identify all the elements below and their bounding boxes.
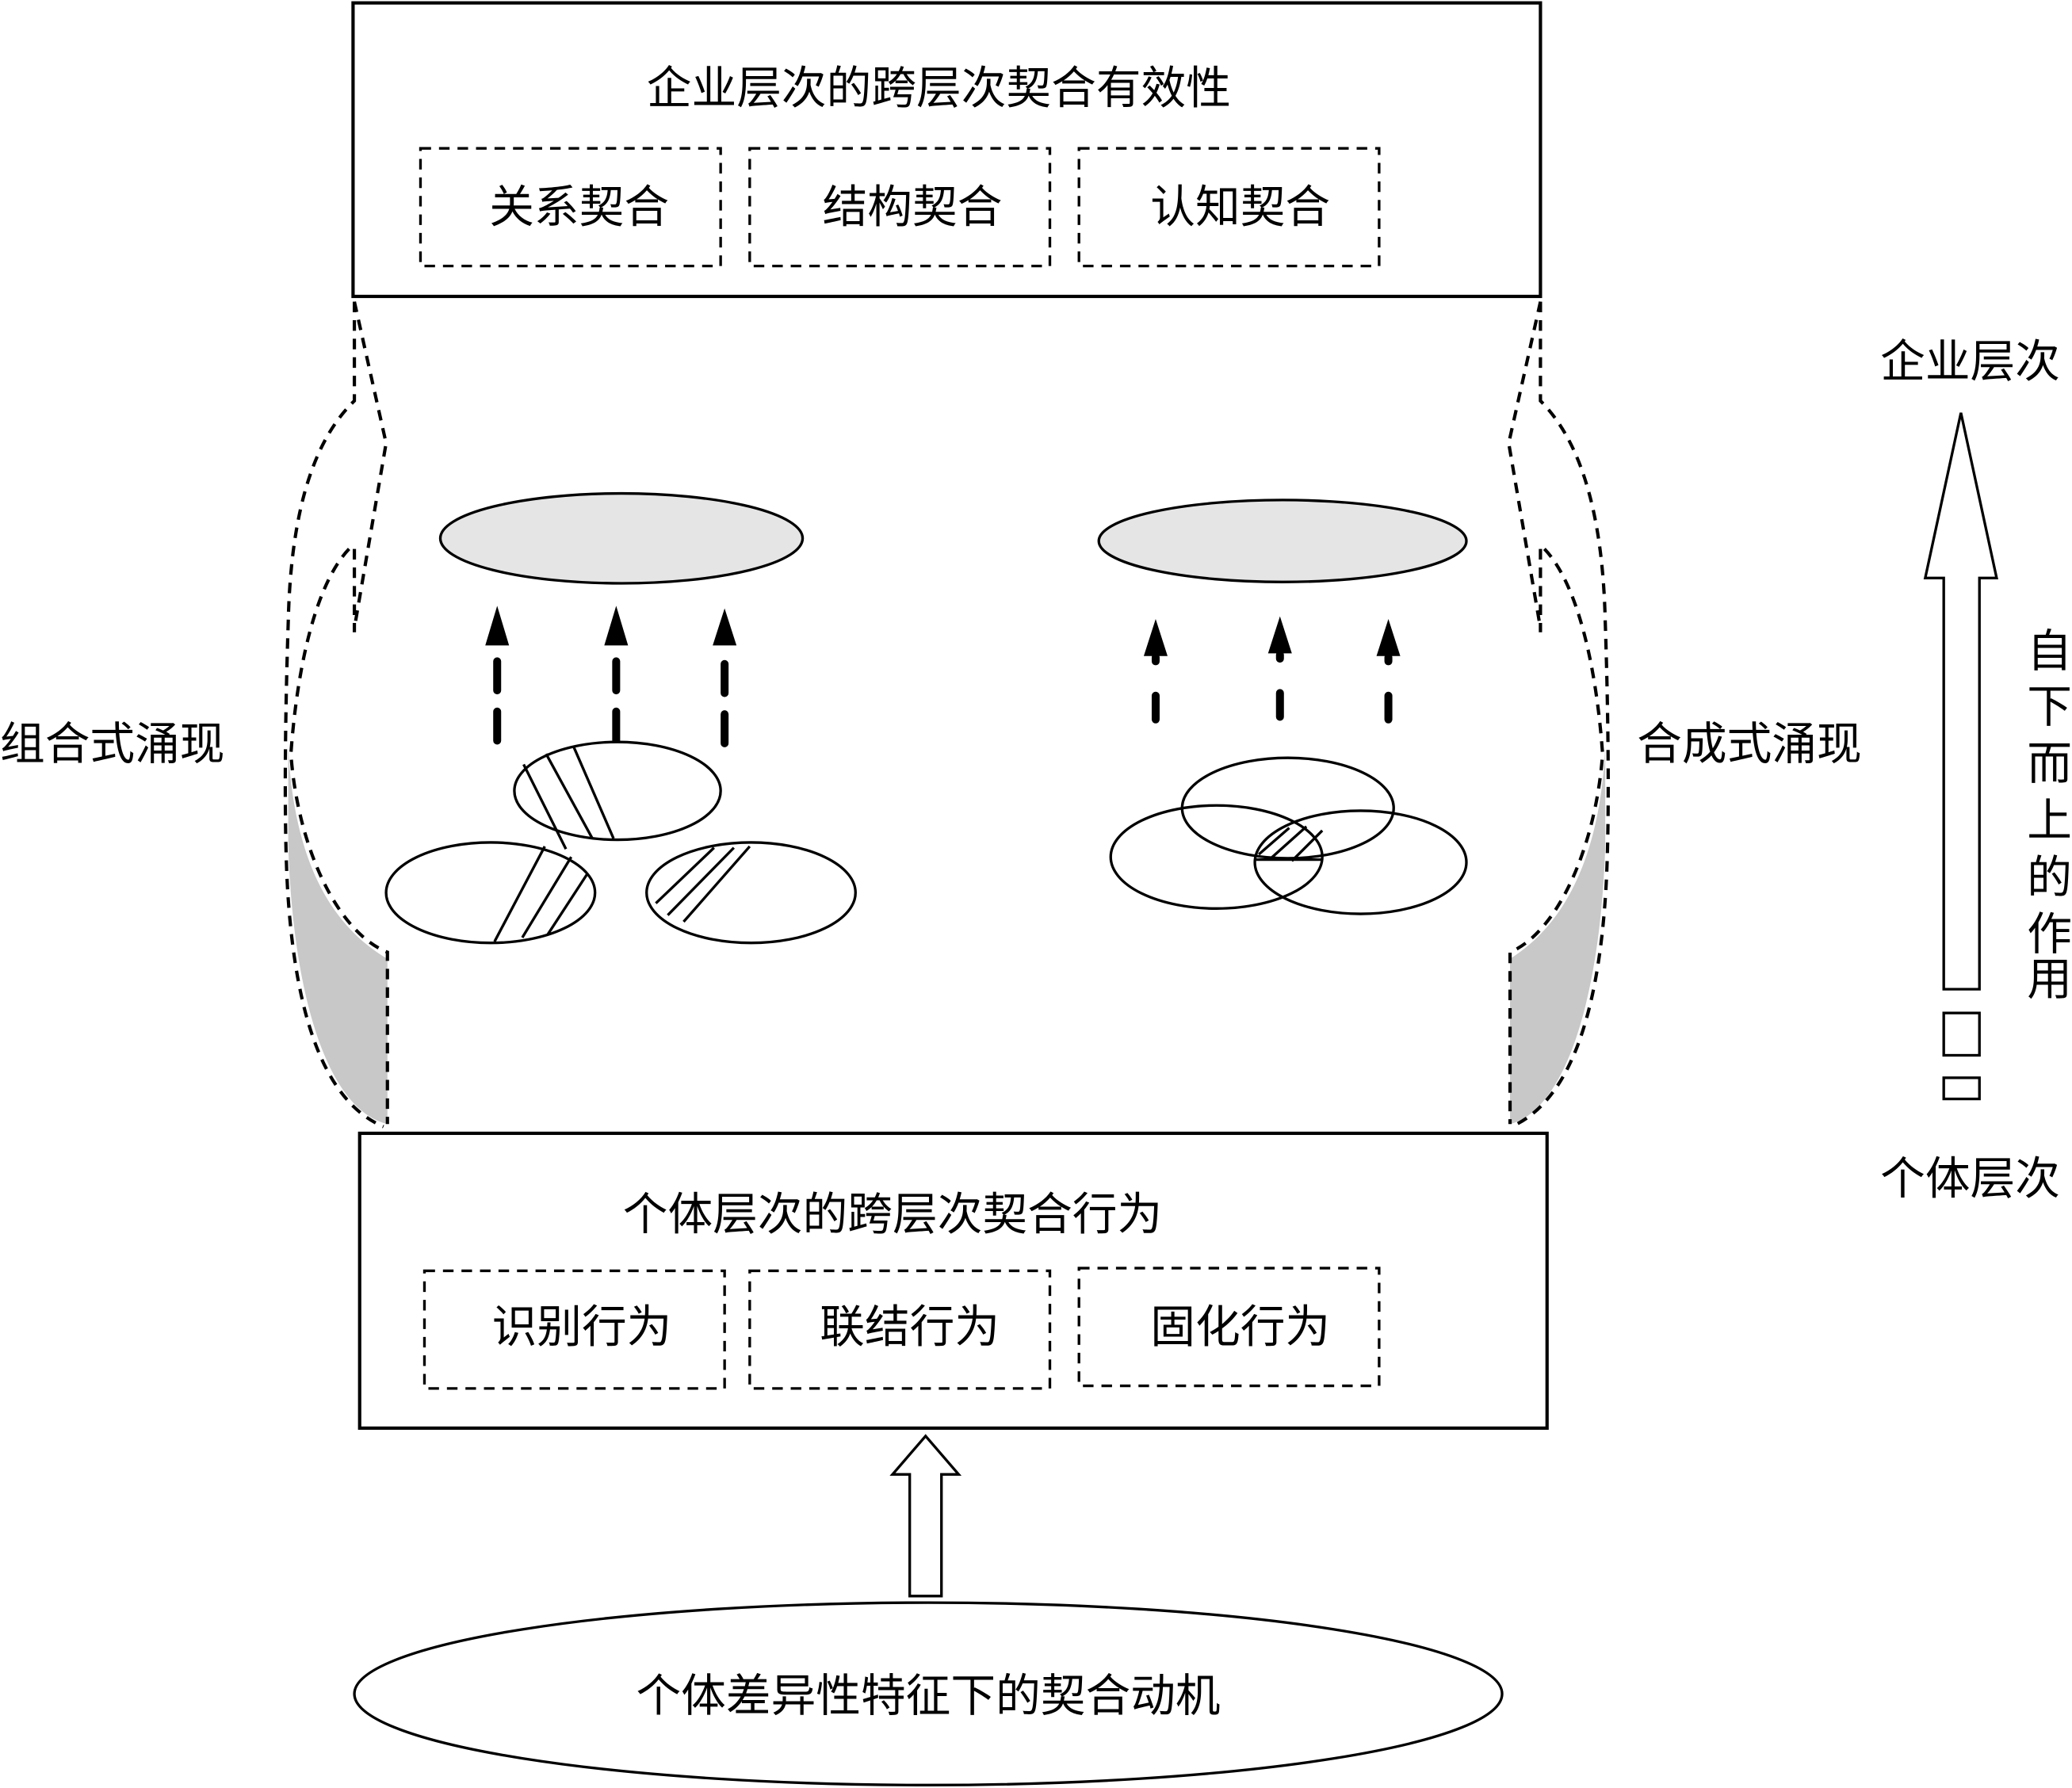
individual-ellipse <box>645 841 857 945</box>
upward-dashed-arrow <box>604 606 629 745</box>
firm-level-box: 企业层次的跨层次契合有效性 关系契合 结构契合 认知契合 <box>351 1 1543 299</box>
bottom-up-effect-label: 自 下 而 上 的 作 用 <box>2027 625 2072 1006</box>
fit-type-structure: 结构契合 <box>748 147 1052 268</box>
motivation-ellipse: 个体差异性特征下的契合动机 <box>353 1601 1504 1787</box>
vertical-char: 的 <box>2027 851 2072 904</box>
dash-segment <box>1942 1011 1981 1057</box>
synthetic-emergence-label: 合成式涌现 <box>1637 718 1862 770</box>
behavior-solidify: 固化行为 <box>1077 1266 1381 1388</box>
fit-type-label: 认知契合 <box>1150 181 1330 234</box>
motivation-label: 个体差异性特征下的契合动机 <box>636 1670 1220 1722</box>
hollow-up-arrow <box>889 1434 962 1598</box>
vertical-char: 下 <box>2027 681 2072 733</box>
upward-dashed-arrow <box>1143 619 1168 724</box>
overlap-hatch <box>1256 825 1324 862</box>
fit-type-label: 结构契合 <box>823 181 1003 234</box>
dash-segment <box>1942 1076 1981 1101</box>
individual-level-label: 个体层次 <box>1880 1153 2060 1205</box>
fit-type-cognition: 认知契合 <box>1077 147 1381 268</box>
behavior-label: 固化行为 <box>1150 1301 1330 1354</box>
vertical-char: 自 <box>2027 625 2072 678</box>
fit-type-relationship: 关系契合 <box>419 147 722 268</box>
upward-dashed-arrow <box>713 608 737 747</box>
firm-level-title: 企业层次的跨层次契合有效性 <box>647 62 1231 114</box>
vertical-char: 作 <box>2027 908 2072 961</box>
bottom-up-arrow-icon <box>1923 412 1998 991</box>
behavior-connect: 联结行为 <box>748 1269 1052 1390</box>
individual-level-title: 个体层次的跨层次契合行为 <box>623 1189 1162 1241</box>
upward-dashed-arrow <box>1376 619 1401 724</box>
fit-type-label: 关系契合 <box>489 181 669 234</box>
right-emergence-funnel <box>1507 301 1610 1129</box>
left-emergence-funnel <box>283 301 389 1129</box>
synthetic-emergence-cluster <box>1097 499 1468 915</box>
individual-level-box: 个体层次的跨层次契合行为 识别行为 联结行为 固化行为 <box>357 1131 1549 1431</box>
emergent-property-ellipse <box>438 491 805 585</box>
compositional-emergence-cluster <box>384 491 857 945</box>
vertical-char: 用 <box>2027 953 2072 1006</box>
behavior-identify: 识别行为 <box>422 1269 726 1390</box>
compositional-emergence-label: 组合式涌现 <box>0 718 225 770</box>
vertical-char: 而 <box>2027 738 2072 790</box>
firm-level-label: 企业层次 <box>1880 336 2060 388</box>
behavior-label: 识别行为 <box>492 1301 672 1354</box>
level-axis: 企业层次 个体层次 自 下 而 上 的 作 用 <box>1880 336 2072 1205</box>
upward-dashed-arrow <box>1267 616 1292 721</box>
vertical-char: 上 <box>2027 795 2072 847</box>
upward-dashed-arrow <box>485 606 510 745</box>
individual-ellipse <box>513 740 722 850</box>
emergent-property-ellipse <box>1097 499 1468 583</box>
individual-ellipse <box>1253 809 1468 915</box>
individual-ellipse <box>384 841 597 945</box>
behavior-label: 联结行为 <box>820 1301 1000 1354</box>
individual-ellipse <box>1109 804 1324 911</box>
